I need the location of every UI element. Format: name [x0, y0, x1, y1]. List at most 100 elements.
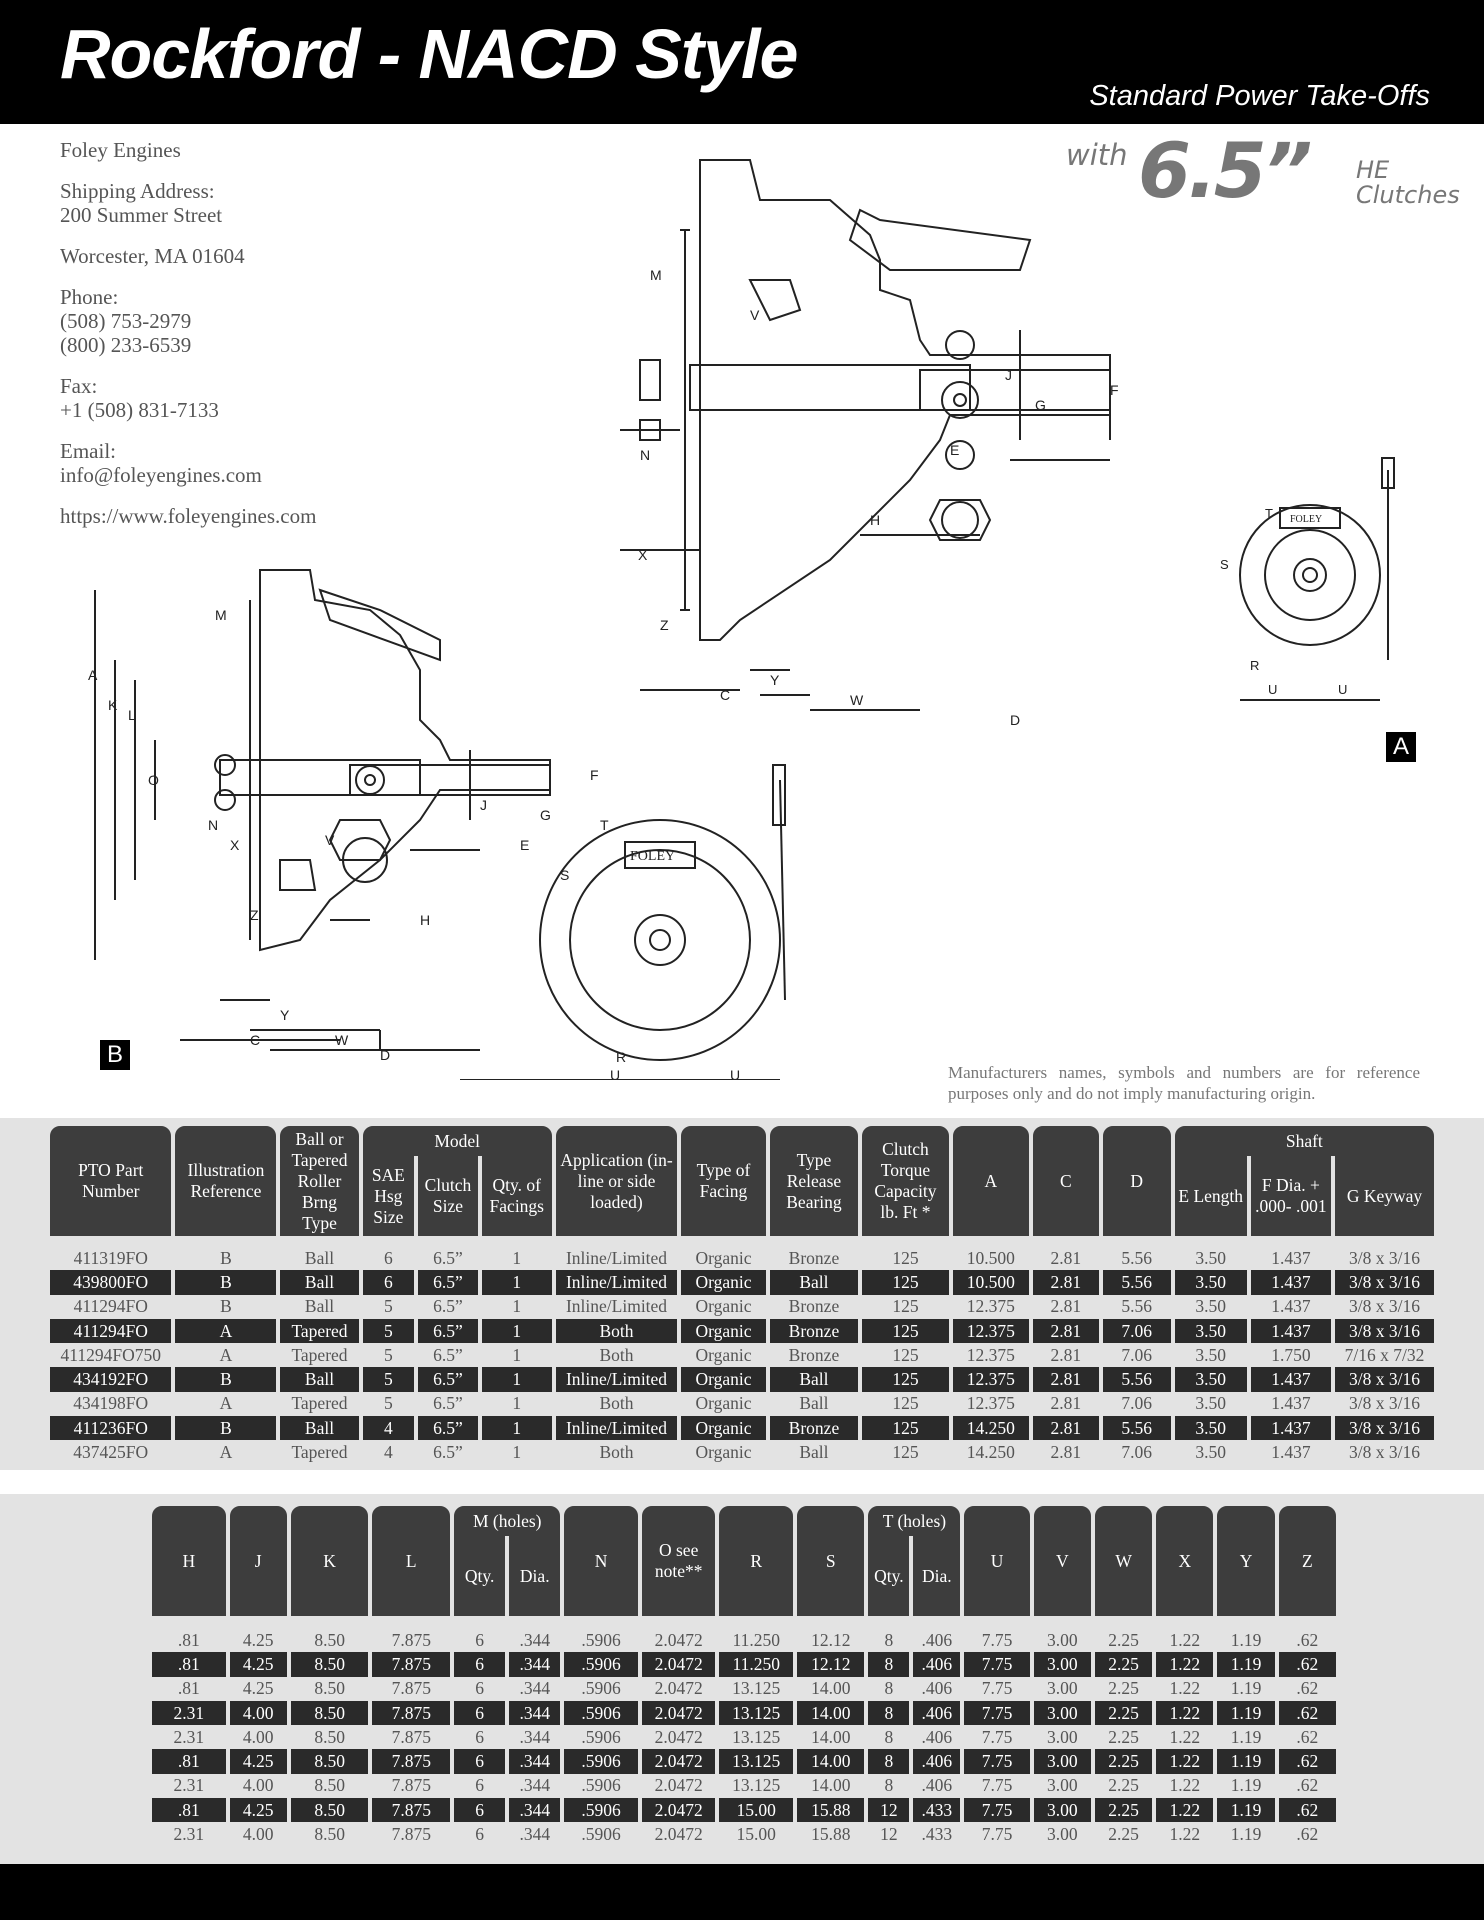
table-cell: 2.31 [173, 1775, 205, 1796]
svg-text:N: N [208, 817, 218, 833]
table-cell: .81 [152, 1652, 226, 1677]
table-cell: 1.19 [1217, 1700, 1275, 1726]
table-cell: .406 [913, 1749, 961, 1774]
table-cell: 14.00 [811, 1775, 851, 1796]
table-cell: 4.00 [242, 1824, 274, 1845]
table-cell: 411294FO [73, 1296, 148, 1317]
pto-specs-table: PTO Part Number Illustration Reference B… [46, 1126, 1438, 1465]
table-cell: 6 [454, 1700, 506, 1726]
svg-text:T: T [1265, 506, 1273, 521]
table-cell: .406 [921, 1775, 953, 1796]
table-cell: 6.5” [433, 1344, 463, 1365]
col-y: Y [1217, 1506, 1275, 1616]
table-cell: Tapered [291, 1442, 348, 1463]
table-cell: Both [599, 1442, 634, 1463]
table-cell: 1.19 [1217, 1652, 1275, 1677]
page-header: Rockford - NACD Style Standard Power Tak… [0, 0, 1484, 124]
svg-text:R: R [616, 1049, 626, 1065]
table-cell: 4.25 [229, 1798, 287, 1823]
table-cell: 13.125 [719, 1700, 794, 1726]
table-cell: 1.437 [1271, 1247, 1311, 1268]
table-cell: 7.06 [1102, 1318, 1171, 1344]
svg-text:W: W [335, 1032, 349, 1048]
table-cell: Organic [681, 1318, 766, 1344]
table-cell: .62 [1278, 1652, 1336, 1677]
table-cell: Organic [695, 1393, 752, 1414]
table-cell: 3.50 [1195, 1296, 1227, 1317]
table-cell: 3/8 x 3/16 [1349, 1296, 1421, 1317]
table-cell: 13.125 [732, 1726, 781, 1747]
table-cell: 7.875 [372, 1700, 451, 1726]
table-cell: 1.750 [1271, 1344, 1311, 1365]
table-cell: .406 [921, 1678, 953, 1699]
table-cell: 3.00 [1047, 1678, 1078, 1699]
drawing-a: AKL ONX ZYC WDV JHG EFM FOLEY TSR UU [620, 159, 1395, 728]
table-cell: 1.22 [1169, 1678, 1201, 1699]
table-cell: 3.00 [1047, 1824, 1078, 1845]
table-cell: 6 [454, 1798, 506, 1823]
phone-1[interactable]: (508) 753-2979 [60, 309, 192, 333]
table-cell: 14.250 [966, 1442, 1015, 1463]
svg-text:F: F [1110, 382, 1119, 398]
col-o: O see note** [641, 1506, 716, 1616]
table-cell: 8.50 [290, 1798, 369, 1823]
table-cell: 2.25 [1108, 1629, 1139, 1650]
col-bearing: Ball or Tapered Roller Brng Type [280, 1126, 359, 1236]
svg-text:T: T [600, 817, 609, 833]
table-cell: 125 [892, 1247, 919, 1268]
table-cell: 7.06 [1121, 1442, 1153, 1463]
table-cell: .5906 [564, 1700, 638, 1726]
table-cell: .406 [921, 1629, 953, 1650]
clutch-size-badge: with 6.5” HE Clutches [1066, 126, 1484, 215]
email-link[interactable]: info@foleyengines.com [60, 463, 262, 487]
table-cell: 411236FO [50, 1416, 172, 1441]
table-cell: 7.875 [391, 1629, 431, 1650]
table-cell: .62 [1296, 1629, 1319, 1650]
col-m-qty: Qty. [454, 1536, 506, 1616]
table-cell: 7.06 [1121, 1393, 1153, 1414]
table-cell: Ball [280, 1367, 359, 1392]
table-cell: 125 [892, 1393, 919, 1414]
table-cell: 7.75 [981, 1775, 1013, 1796]
website-link[interactable]: https://www.foleyengines.com [60, 504, 317, 528]
table-cell: 5.56 [1102, 1416, 1171, 1441]
table-cell: 3.50 [1174, 1318, 1247, 1344]
table-cell: .81 [152, 1749, 226, 1774]
table-cell: 4.25 [229, 1749, 287, 1774]
table-cell: Inline/Limited [555, 1270, 678, 1295]
table-cell: Organic [695, 1247, 752, 1268]
table-cell: 12.375 [952, 1367, 1029, 1392]
table-cell: 2.0472 [641, 1700, 716, 1726]
table-cell: 14.00 [797, 1700, 865, 1726]
phone-2[interactable]: (800) 233-6539 [60, 333, 192, 357]
table-cell: 6 [475, 1629, 485, 1650]
table-cell: .406 [921, 1726, 953, 1747]
table-cell: 1.19 [1230, 1824, 1262, 1845]
badge-with: with [1066, 138, 1128, 172]
shipping-block: Shipping Address: 200 Summer Street [60, 179, 316, 227]
table-cell: 6 [475, 1726, 485, 1747]
table-cell: .62 [1296, 1824, 1319, 1845]
table-cell: 2.0472 [641, 1798, 716, 1823]
table-cell: Organic [695, 1344, 752, 1365]
table-cell: 1.22 [1169, 1629, 1201, 1650]
svg-text:Z: Z [250, 907, 259, 923]
col-w: W [1094, 1506, 1153, 1616]
table-cell: 11.250 [719, 1652, 794, 1677]
col-v: V [1033, 1506, 1091, 1616]
table-cell: 1.437 [1250, 1318, 1332, 1344]
col-r: R [719, 1506, 794, 1616]
table-cell: Bronze [769, 1416, 859, 1441]
table-cell: Inline/Limited [555, 1367, 678, 1392]
table-cell: 15.88 [797, 1798, 865, 1823]
table-cell: .344 [509, 1749, 561, 1774]
table-cell: 3.50 [1174, 1270, 1247, 1295]
svg-text:X: X [638, 547, 648, 563]
table-cell: 12 [880, 1824, 898, 1845]
svg-text:G: G [540, 807, 551, 823]
table-cell: 3/8 x 3/16 [1349, 1442, 1421, 1463]
